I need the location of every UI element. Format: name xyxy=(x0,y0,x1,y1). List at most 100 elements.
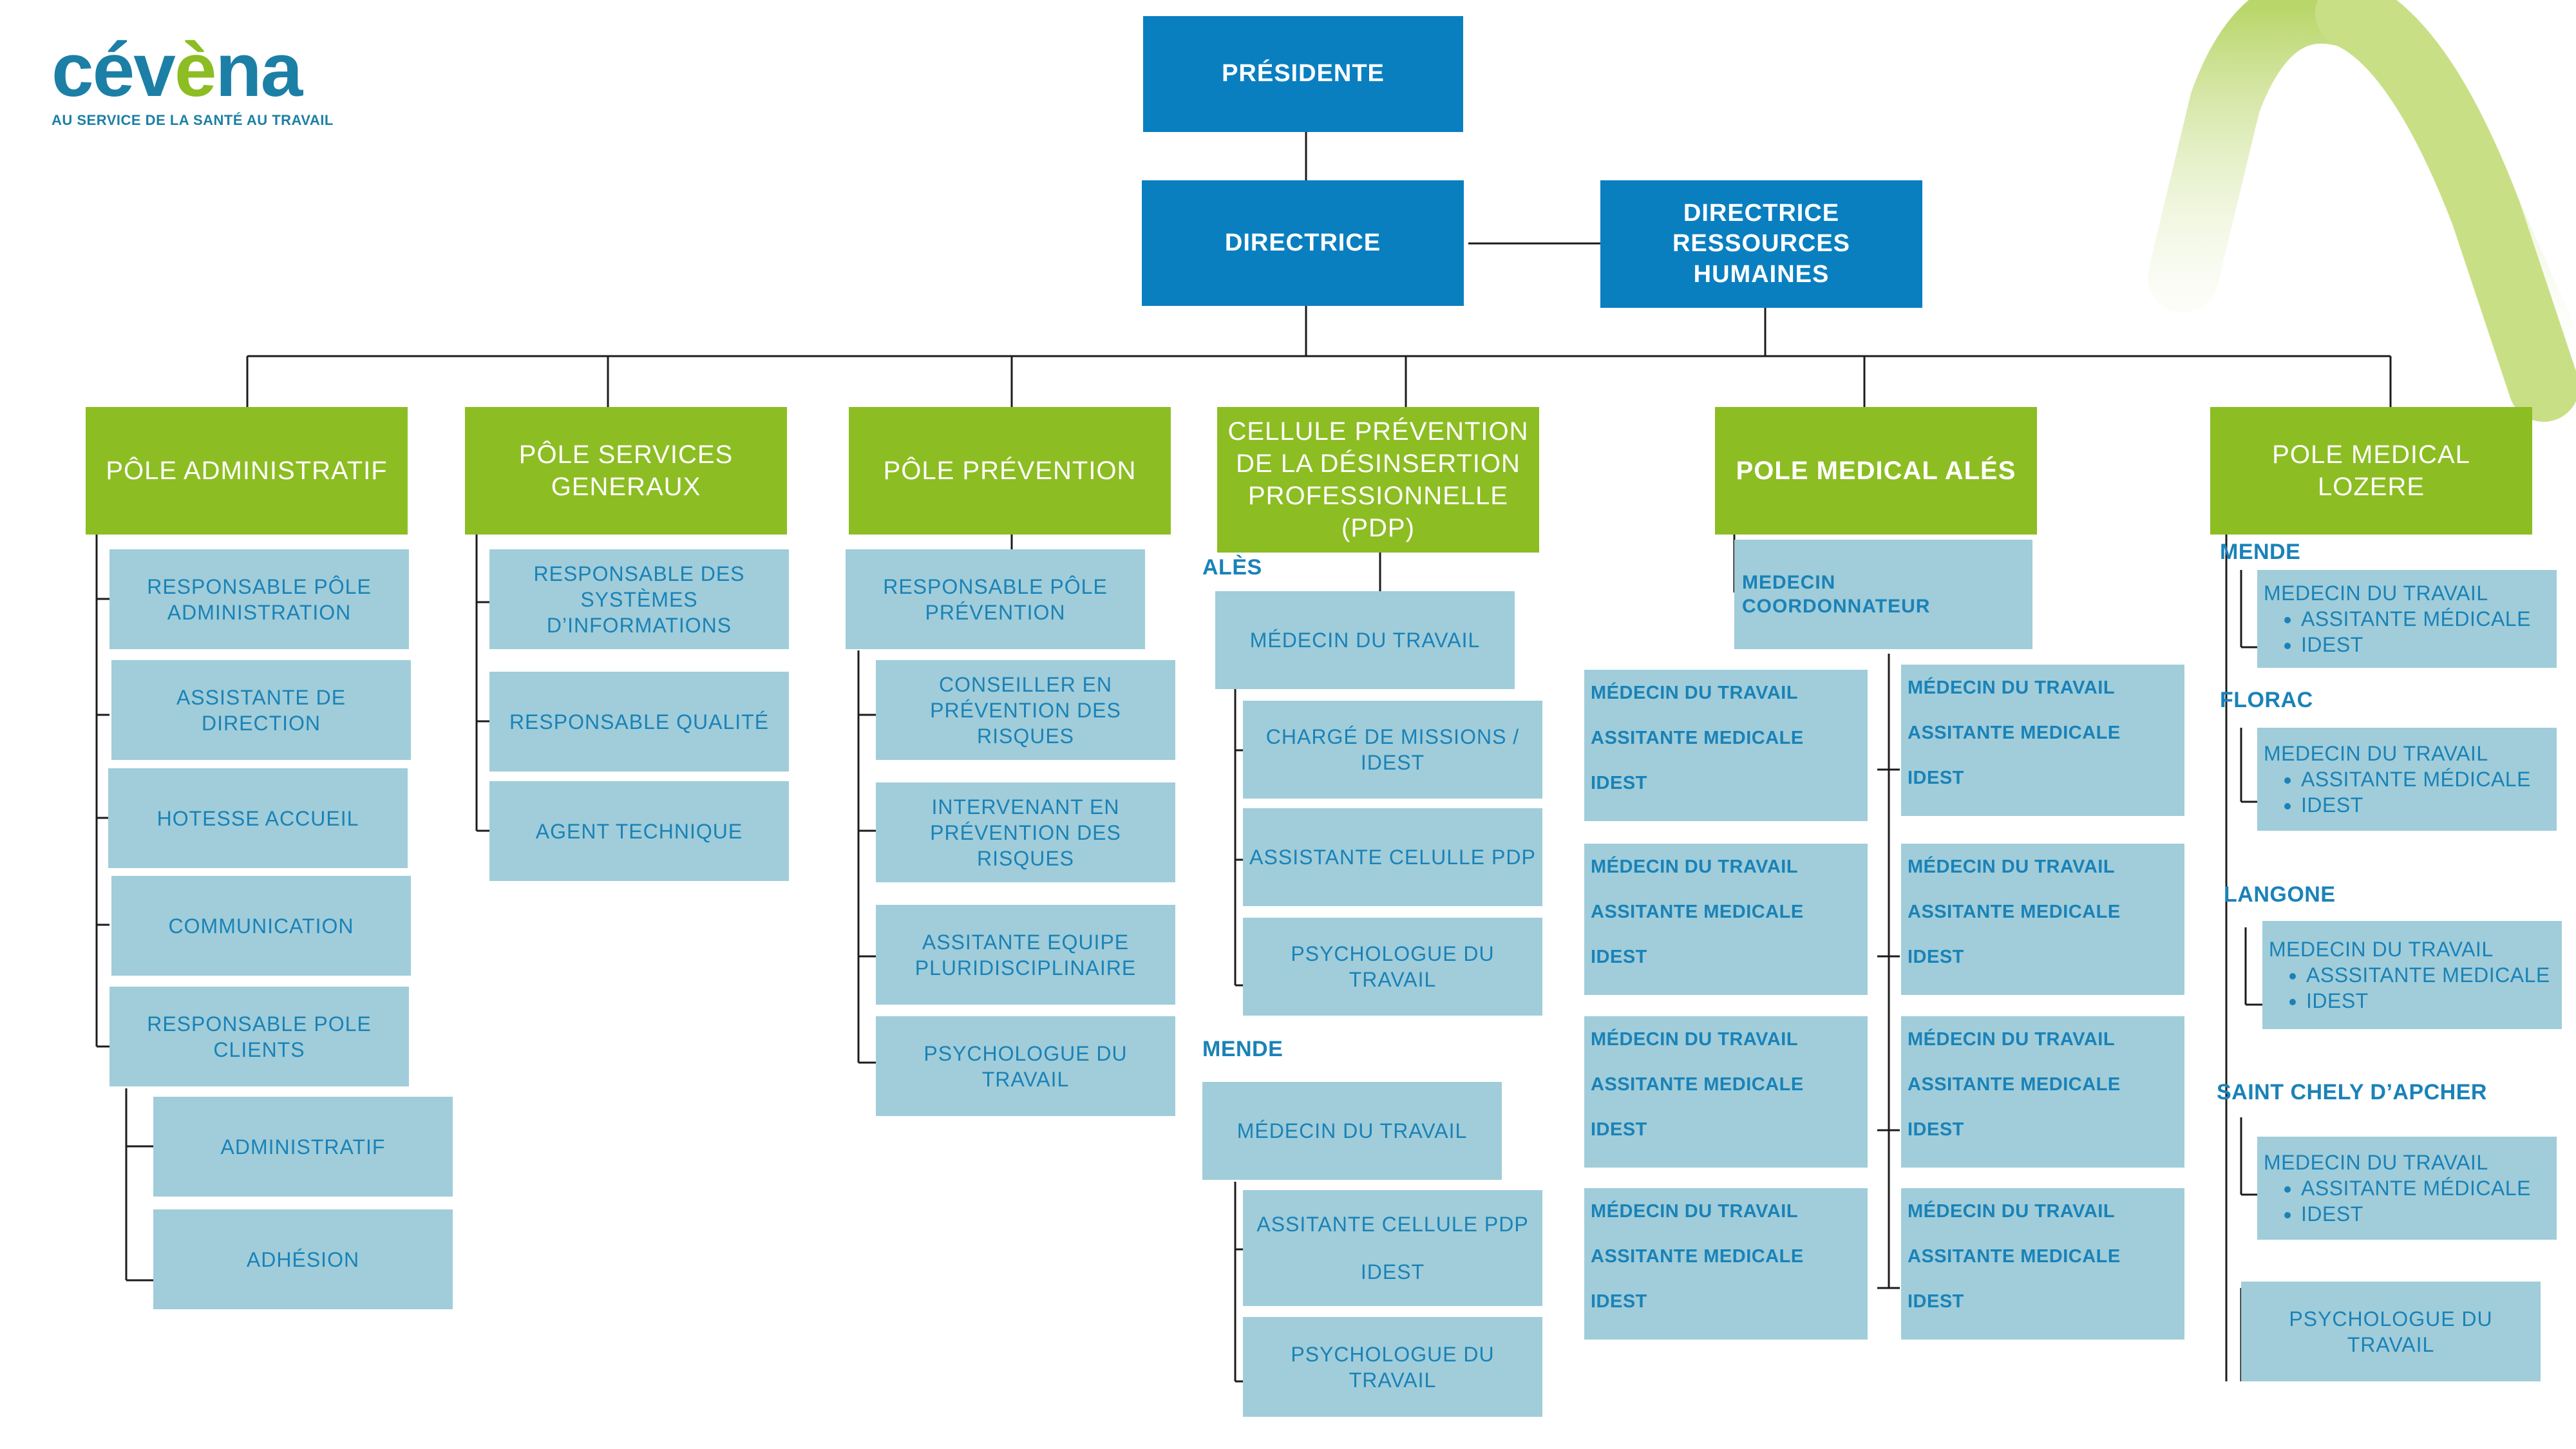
team-role: IDEST xyxy=(1591,1291,1647,1312)
team-role: IDEST xyxy=(1908,1119,1964,1140)
lozere-site-box: MEDECIN DU TRAVAIL ASSITANTE MÉDICALE ID… xyxy=(2257,1137,2557,1240)
item-line: PRÉVENTION xyxy=(925,600,1066,624)
ales-team-box: MÉDECIN DU TRAVAIL ASSITANTE MEDICALE IDES… xyxy=(1584,1016,1868,1168)
item-line: HOTESSE ACCUEIL xyxy=(156,806,359,830)
lozere-site-label: FLORAC xyxy=(2220,688,2313,712)
services-item: AGENT TECHNIQUE xyxy=(489,781,789,881)
item-line: PSYCHOLOGUE DU xyxy=(2289,1307,2493,1331)
directrice-box: DIRECTRICE xyxy=(1142,180,1464,306)
pole-prevention: PÔLE PRÉVENTION xyxy=(849,407,1171,535)
pole-pdp: CELLULE PRÉVENTION DE LA DÉSINSERTION PR… xyxy=(1217,407,1539,553)
item-line: ASSISTANTE DE xyxy=(176,685,346,709)
item-line: TRAVAIL xyxy=(1349,1368,1437,1392)
item-line: RESPONSABLE PÔLE xyxy=(883,574,1108,598)
pole-label: (PDP) xyxy=(1341,514,1415,542)
lozere-site-label: SAINT CHELY D’APCHER xyxy=(2217,1080,2487,1104)
item-line: PSYCHOLOGUE DU xyxy=(1291,1342,1495,1366)
pdp-mende-item: PSYCHOLOGUE DU TRAVAIL xyxy=(1243,1317,1542,1417)
lozere-site-box: MEDECIN DU TRAVAIL ASSITANTE MÉDICALE ID… xyxy=(2257,570,2557,668)
prevention-head: RESPONSABLE PÔLE PRÉVENTION xyxy=(846,549,1145,649)
admin-item: HOTESSE ACCUEIL xyxy=(108,768,408,868)
ales-coordinator: MEDECIN COORDONNATEUR xyxy=(1734,540,2032,649)
pole-administratif: PÔLE ADMINISTRATIF xyxy=(86,407,408,535)
pdp-ales-label: ALÈS xyxy=(1202,555,1262,580)
drh-box: DIRECTRICE RESSOURCES HUMAINES xyxy=(1600,180,1922,308)
pole-label: POLE MEDICAL xyxy=(2272,440,2470,469)
site-item: ASSITANTE MÉDICALE xyxy=(2301,766,2531,792)
team-role: ASSITANTE MEDICALE xyxy=(1908,902,2121,922)
item-line: ADMINISTRATION xyxy=(167,600,352,624)
item-line: PRÉVENTION DES RISQUES xyxy=(930,698,1121,748)
admin-item: RESPONSABLE POLE CLIENTS xyxy=(109,987,409,1086)
pole-label: CELLULE PRÉVENTION xyxy=(1227,417,1529,446)
lozere-site-label: LANGONE xyxy=(2224,882,2336,907)
item-line: CHARGÉ DE MISSIONS / xyxy=(1265,725,1520,748)
pole-label: PÔLE ADMINISTRATIF xyxy=(106,457,388,485)
site-item: IDEST xyxy=(2301,1201,2531,1227)
item-line: MÉDECIN DU TRAVAIL xyxy=(1249,629,1481,652)
team-role: MÉDECIN DU TRAVAIL xyxy=(1591,683,1799,703)
item-line: RESPONSABLE PÔLE xyxy=(147,574,372,598)
services-item: RESPONSABLE QUALITÉ xyxy=(489,672,789,772)
pdp-ales-item: PSYCHOLOGUE DU TRAVAIL xyxy=(1243,918,1542,1016)
site-item: ASSSITANTE MEDICALE xyxy=(2306,962,2550,988)
item-line: ASSITANTE EQUIPE xyxy=(922,930,1130,954)
site-item: IDEST xyxy=(2301,632,2531,658)
item-line: SYSTÈMES xyxy=(580,587,698,611)
services-item: RESPONSABLE DES SYSTÈMES D’INFORMATIONS xyxy=(489,549,789,649)
item-line: CONSEILLER EN xyxy=(938,672,1113,696)
site-title: MEDECIN DU TRAVAIL xyxy=(2264,1151,2488,1174)
team-role: ASSITANTE MEDICALE xyxy=(1908,723,2121,743)
lozere-psy-box: PSYCHOLOGUE DU TRAVAIL xyxy=(2241,1282,2541,1381)
pole-label: PÔLE PRÉVENTION xyxy=(883,457,1137,485)
lozere-site-box: MEDECIN DU TRAVAIL ASSSITANTE MEDICALE I… xyxy=(2262,921,2562,1029)
site-list: ASSSITANTE MEDICALE IDEST xyxy=(2269,962,2550,1014)
item-line: RESPONSABLE POLE xyxy=(147,1012,372,1036)
item-line: PSYCHOLOGUE DU xyxy=(923,1041,1128,1065)
site-list: ASSITANTE MÉDICALE IDEST xyxy=(2264,766,2531,818)
item-line: MEDECIN xyxy=(1742,571,1836,593)
admin-sub-item: ADMINISTRATIF xyxy=(153,1097,453,1197)
pole-label: PROFESSIONNELLE xyxy=(1247,482,1508,510)
drh-line: HUMAINES xyxy=(1693,260,1830,288)
pdp-mende-head: MÉDECIN DU TRAVAIL xyxy=(1202,1082,1502,1180)
item-line: TRAVAIL xyxy=(1349,968,1437,991)
directrice-label: DIRECTRICE xyxy=(1224,229,1381,256)
team-role: MÉDECIN DU TRAVAIL xyxy=(1908,1201,2116,1222)
team-role: ASSITANTE MEDICALE xyxy=(1591,1246,1804,1267)
cevena-logo: cévèna AU SERVICE DE LA SANTÉ AU TRAVAIL xyxy=(52,32,334,129)
prevention-item: CONSEILLER EN PRÉVENTION DES RISQUES xyxy=(876,660,1175,760)
team-role: ASSITANTE MEDICALE xyxy=(1591,1074,1804,1095)
team-role: IDEST xyxy=(1908,1291,1964,1312)
item-line: TRAVAIL xyxy=(2347,1332,2435,1356)
pdp-mende-item: ASSITANTE CELLULE PDP IDEST xyxy=(1243,1190,1542,1306)
pdp-ales-item: ASSISTANTE CELULLE PDP xyxy=(1243,808,1542,906)
item-line: RESPONSABLE QUALITÉ xyxy=(509,710,770,734)
item-line: PSYCHOLOGUE DU xyxy=(1291,942,1495,965)
site-title: MEDECIN DU TRAVAIL xyxy=(2264,582,2488,605)
team-role: ASSITANTE MEDICALE xyxy=(1908,1074,2121,1095)
presidente-box: PRÉSIDENTE xyxy=(1143,16,1463,132)
lozere-site-box: MEDECIN DU TRAVAIL ASSITANTE MÉDICALE ID… xyxy=(2257,728,2557,831)
item-line: ASSISTANTE CELULLE PDP xyxy=(1249,846,1536,869)
team-role: ASSITANTE MEDICALE xyxy=(1591,728,1804,748)
team-role: MÉDECIN DU TRAVAIL xyxy=(1908,677,2116,698)
item-line: MÉDECIN DU TRAVAIL xyxy=(1236,1119,1468,1142)
team-role: IDEST xyxy=(1908,768,1964,788)
team-role: IDEST xyxy=(1591,1119,1647,1140)
item-line: RESPONSABLE DES xyxy=(533,562,745,585)
item-line: IDEST xyxy=(1360,1260,1425,1283)
item-line: TRAVAIL xyxy=(981,1067,1070,1091)
item-line: PLURIDISCIPLINAIRE xyxy=(914,956,1137,980)
item-line: PRÉVENTION DES RISQUES xyxy=(930,820,1121,870)
pole-label: PÔLE SERVICES xyxy=(518,440,734,469)
team-role: MÉDECIN DU TRAVAIL xyxy=(1591,857,1799,877)
logo-tagline: AU SERVICE DE LA SANTÉ AU TRAVAIL xyxy=(52,112,334,128)
site-title: MEDECIN DU TRAVAIL xyxy=(2269,938,2494,961)
site-title: MEDECIN DU TRAVAIL xyxy=(2264,742,2488,765)
team-role: MÉDECIN DU TRAVAIL xyxy=(1591,1029,1799,1050)
